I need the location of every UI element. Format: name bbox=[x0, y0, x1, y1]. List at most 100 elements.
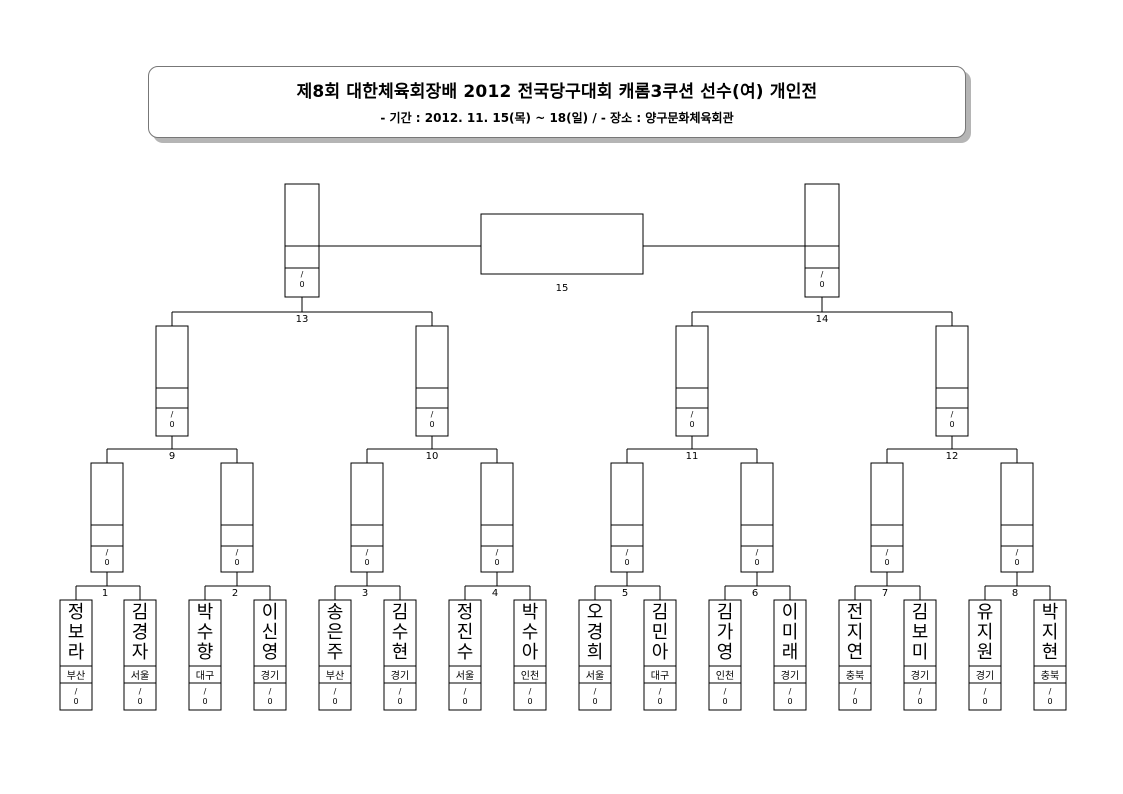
player-name-char: 박 bbox=[1042, 602, 1059, 623]
round1-winner-box-score-value: 0 bbox=[104, 558, 109, 567]
match-number: 11 bbox=[686, 451, 699, 462]
player-score-slash: / bbox=[1049, 687, 1052, 696]
player-region: 충북 bbox=[846, 670, 864, 682]
player-score-value: 0 bbox=[397, 697, 402, 706]
player-score-value: 0 bbox=[722, 697, 727, 706]
player-name-char: 연 bbox=[847, 642, 864, 663]
player-box bbox=[383, 599, 417, 711]
player-name-char: 희 bbox=[587, 642, 604, 663]
player-name-char: 정 bbox=[68, 602, 85, 623]
round1-winner-box-score-slash: / bbox=[366, 548, 369, 557]
player-region: 경기 bbox=[911, 669, 929, 682]
quarterfinal-winner-box-score-slash: / bbox=[431, 410, 434, 419]
player-name-char: 은 bbox=[327, 622, 344, 643]
round1-winner-box-score-slash: / bbox=[626, 548, 629, 557]
player-score-value: 0 bbox=[332, 697, 337, 706]
player-name-char: 보 bbox=[68, 622, 85, 643]
player-score-value: 0 bbox=[267, 697, 272, 706]
round1-winner-box-score-slash: / bbox=[496, 548, 499, 557]
player-region: 충북 bbox=[1041, 670, 1059, 682]
player-name-char: 김 bbox=[717, 602, 734, 623]
player-box bbox=[318, 599, 352, 711]
round1-winner-box bbox=[1000, 462, 1034, 573]
quarterfinal-winner-box-score-value: 0 bbox=[949, 420, 954, 429]
player-name-char: 미 bbox=[782, 622, 799, 643]
quarterfinal-winner-box bbox=[935, 325, 969, 437]
player-score-value: 0 bbox=[982, 697, 987, 706]
player-box bbox=[968, 599, 1002, 711]
player-region: 인천 bbox=[521, 670, 539, 682]
player-box bbox=[708, 599, 742, 711]
match-number: 6 bbox=[752, 588, 758, 599]
player-box bbox=[903, 599, 937, 711]
round1-winner-box-score-slash: / bbox=[756, 548, 759, 557]
round1-winner-box-score-value: 0 bbox=[234, 558, 239, 567]
match-number: 13 bbox=[296, 314, 309, 325]
player-score-slash: / bbox=[139, 687, 142, 696]
player-name-char: 신 bbox=[262, 622, 279, 643]
player-score-slash: / bbox=[919, 687, 922, 696]
player-name-char: 영 bbox=[717, 642, 734, 663]
player-name-char: 민 bbox=[652, 622, 669, 643]
player-name-char: 지 bbox=[1042, 622, 1059, 643]
quarterfinal-winner-box bbox=[415, 325, 449, 437]
player-region: 부산 bbox=[67, 670, 85, 682]
round1-winner-box bbox=[740, 462, 774, 573]
player-name-char: 지 bbox=[977, 622, 994, 643]
match-number: 4 bbox=[492, 588, 498, 599]
player-name-char: 주 bbox=[327, 642, 344, 663]
player-name-char: 경 bbox=[587, 622, 604, 643]
player-name-char: 유 bbox=[977, 602, 994, 623]
semifinal-winner-box-score-slash: / bbox=[301, 270, 304, 279]
round1-winner-box-score-slash: / bbox=[1016, 548, 1019, 557]
player-score-slash: / bbox=[204, 687, 207, 696]
player-box bbox=[123, 599, 157, 711]
round1-winner-box-score-value: 0 bbox=[754, 558, 759, 567]
match-number: 15 bbox=[556, 283, 569, 294]
round1-winner-box-score-slash: / bbox=[886, 548, 889, 557]
player-name-char: 수 bbox=[392, 622, 409, 643]
player-name-char: 김 bbox=[392, 602, 409, 623]
player-score-value: 0 bbox=[137, 697, 142, 706]
player-name-char: 보 bbox=[912, 622, 929, 643]
player-name-char: 아 bbox=[522, 642, 539, 663]
player-name-char: 현 bbox=[1042, 642, 1059, 663]
player-name-char: 원 bbox=[977, 642, 994, 663]
tournament-header: 제8회 대한체육회장배 2012 전국당구대회 캐롬3쿠션 선수(여) 개인전 … bbox=[148, 66, 966, 138]
player-name-char: 이 bbox=[262, 602, 279, 623]
round1-winner-box-score-value: 0 bbox=[494, 558, 499, 567]
match-number: 12 bbox=[946, 451, 959, 462]
player-name-char: 자 bbox=[132, 642, 149, 663]
player-name-char: 라 bbox=[68, 642, 85, 663]
quarterfinal-winner-box bbox=[675, 325, 709, 437]
player-score-slash: / bbox=[984, 687, 987, 696]
match-number: 5 bbox=[622, 588, 628, 599]
player-name-char: 향 bbox=[197, 642, 214, 663]
round1-winner-box-score-value: 0 bbox=[364, 558, 369, 567]
round1-winner-box bbox=[90, 462, 124, 573]
player-box bbox=[1033, 599, 1067, 711]
player-name-char: 오 bbox=[587, 602, 604, 623]
player-score-value: 0 bbox=[787, 697, 792, 706]
player-region: 대구 bbox=[196, 670, 214, 682]
player-score-slash: / bbox=[789, 687, 792, 696]
player-score-slash: / bbox=[464, 687, 467, 696]
player-region: 부산 bbox=[326, 670, 344, 682]
player-score-slash: / bbox=[399, 687, 402, 696]
quarterfinal-winner-box-score-value: 0 bbox=[689, 420, 694, 429]
player-name-char: 지 bbox=[847, 622, 864, 643]
player-score-value: 0 bbox=[852, 697, 857, 706]
player-name-char: 미 bbox=[912, 642, 929, 663]
tournament-title: 제8회 대한체육회장배 2012 전국당구대회 캐롬3쿠션 선수(여) 개인전 bbox=[296, 82, 818, 102]
quarterfinal-winner-box-score-value: 0 bbox=[429, 420, 434, 429]
semifinal-winner-box bbox=[804, 183, 840, 298]
player-score-slash: / bbox=[659, 687, 662, 696]
round1-winner-box bbox=[610, 462, 644, 573]
round1-winner-box-score-value: 0 bbox=[1014, 558, 1019, 567]
player-box bbox=[513, 599, 547, 711]
round1-winner-box-score-slash: / bbox=[236, 548, 239, 557]
player-score-slash: / bbox=[334, 687, 337, 696]
semifinal-winner-box-score-value: 0 bbox=[819, 280, 824, 289]
match-number: 10 bbox=[426, 451, 439, 462]
